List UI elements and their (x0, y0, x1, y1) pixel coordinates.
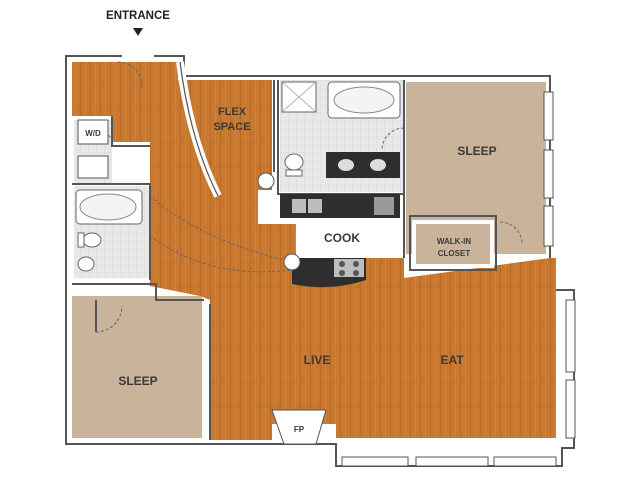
curved-wall-outline (179, 61, 219, 197)
washer-dryer-box (77, 119, 109, 145)
hall-toilet (82, 232, 102, 248)
fireplace-label: FP (294, 425, 305, 434)
sleep-room-secondary-floor (72, 296, 202, 438)
hall-toilet-tank (77, 232, 85, 248)
windows (341, 91, 576, 467)
door-swings (95, 61, 523, 333)
entrance-arrow-icon (133, 28, 143, 36)
sleep-primary-label: SLEEP (457, 144, 496, 158)
kitchen-column-upper (257, 172, 275, 190)
sleep-secondary-label: SLEEP (118, 374, 157, 388)
master-toilet-tank (285, 169, 303, 177)
live-label: LIVE (304, 353, 331, 367)
flex-space-label-line2: SPACE (213, 121, 250, 133)
cook-label: COOK (324, 231, 360, 245)
walk-in-closet-floor (412, 220, 494, 268)
vanity-counter (326, 152, 400, 178)
eat-label: EAT (440, 353, 464, 367)
vanity-sink-left (338, 159, 354, 171)
master-tub-basin (333, 86, 395, 114)
kitchen-sink-left (292, 199, 306, 213)
hall-sink (77, 256, 95, 272)
flex-space-label-line1: FLEX (218, 106, 247, 118)
kitchen-column-lower (283, 253, 301, 271)
hall-tub-basin (79, 193, 137, 221)
walk-in-closet-label-line1: WALK-IN (437, 237, 471, 246)
vanity-sink-right (370, 159, 386, 171)
dishwasher (374, 197, 394, 215)
entrance-label: ENTRANCE (106, 10, 170, 22)
master-toilet (284, 153, 304, 171)
entrance-door-opening (122, 52, 154, 60)
kitchen-sink-right (308, 199, 322, 213)
laundry-cabinet (77, 155, 109, 179)
shower-cross (281, 81, 317, 113)
fireplace (271, 409, 327, 445)
washer-dryer-label: W/D (85, 129, 101, 138)
cooktop-burners (339, 261, 359, 276)
wood-floor (72, 62, 556, 440)
walk-in-closet-label-line2: CLOSET (438, 249, 471, 258)
cooktop (334, 259, 364, 277)
